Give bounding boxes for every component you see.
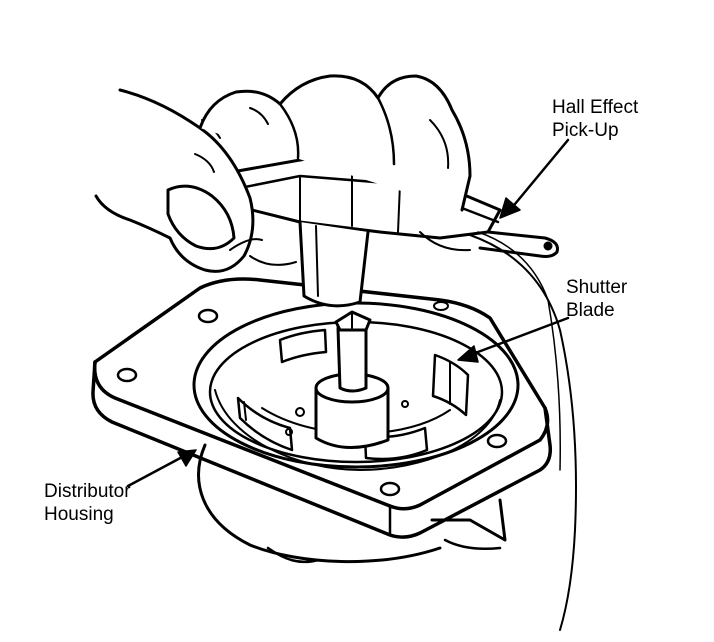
shutter-blade-label: Shutter Blade	[566, 276, 627, 322]
distributor-housing-label: Distributor Housing	[44, 480, 131, 526]
distributor-housing-leader	[126, 453, 188, 488]
hall-effect-pickup-label-line2: Pick-Up	[552, 120, 619, 141]
hall-effect-pickup-label: Hall Effect Pick-Up	[552, 96, 638, 142]
hand-holding-pickup	[94, 74, 472, 273]
pickup-wire	[469, 234, 577, 631]
shutter-blade-label-line2: Blade	[566, 300, 615, 321]
distributor-housing-label-line2: Housing	[44, 504, 114, 525]
shutter-blade-arrowhead	[457, 345, 479, 363]
distributor-housing-label-line1: Distributor	[44, 481, 131, 502]
hall-effect-leader	[508, 138, 570, 212]
distributor-shaft	[314, 310, 390, 450]
pickup-wire-inner	[477, 231, 561, 471]
callout-leaders	[126, 138, 570, 488]
hall-effect-pickup-label-line1: Hall Effect	[552, 97, 639, 118]
shutter-blade-leader	[468, 316, 570, 357]
hall-effect-arrowhead	[499, 197, 521, 219]
distributor-housing-body	[197, 443, 507, 564]
shutter-blade-label-line1: Shutter	[566, 277, 628, 298]
distributor-housing-arrowhead	[177, 449, 197, 467]
hall-effect-pickup	[230, 154, 559, 308]
